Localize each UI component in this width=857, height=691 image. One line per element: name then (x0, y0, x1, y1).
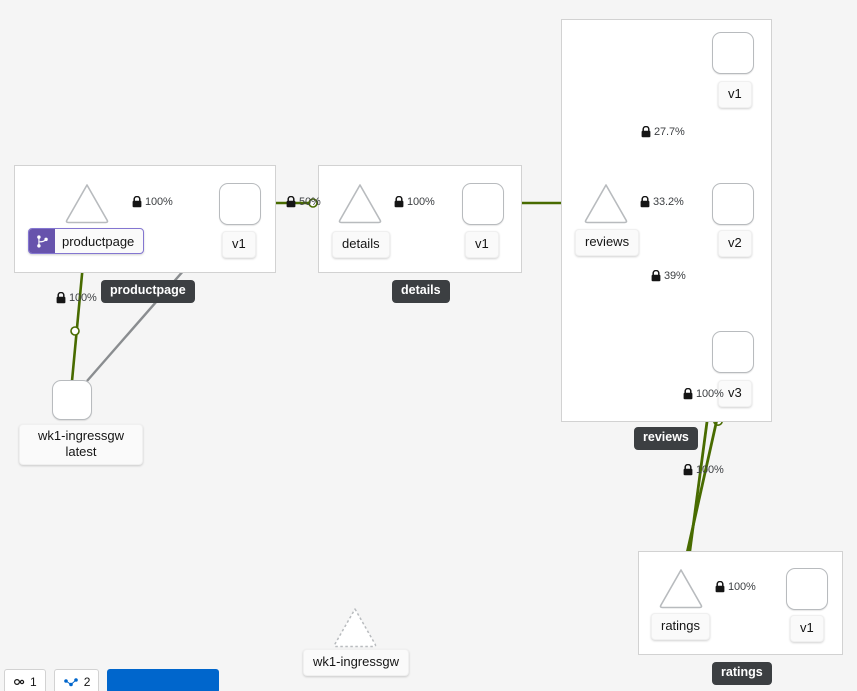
node-workload-reviews-v2[interactable] (712, 183, 754, 225)
node-label-details-v1[interactable]: v1 (465, 231, 499, 258)
toolbar-chip-count-label: 1 (30, 675, 37, 689)
node-workload-reviews-v1[interactable] (712, 32, 754, 74)
lock-icon (683, 464, 693, 476)
node-label-ratings-service[interactable]: ratings (651, 613, 711, 640)
graph-nodes-icon (63, 678, 78, 687)
node-label-line1: wk1-ingressgw (38, 428, 124, 443)
edge-percentage: 100% (728, 580, 756, 593)
node-label-productpage-service[interactable]: productpage (28, 228, 145, 254)
node-label-productpage-v1[interactable]: v1 (222, 231, 256, 258)
lock-icon (640, 196, 650, 208)
edge-label-productpage-v1-to-details[interactable]: 50% (286, 196, 321, 208)
code-branch-icon (29, 229, 55, 253)
node-workload-reviews-v3[interactable] (712, 331, 754, 373)
edge-label-reviews-to-v1[interactable]: 27.7% (641, 126, 685, 138)
node-label-wk1-ingressgw-latest[interactable]: wk1-ingressgw latest (19, 424, 143, 465)
lock-icon (715, 581, 725, 593)
edge-percentage: 50% (299, 195, 321, 208)
node-service-wk1-ingressgw-idle[interactable] (332, 606, 378, 648)
double-circle-icon (13, 678, 25, 686)
edge-percentage: 100% (696, 463, 724, 476)
namespace-badge-ratings[interactable]: ratings (712, 662, 772, 685)
edge-label-reviews-to-v2[interactable]: 33.2% (640, 196, 684, 208)
node-label-ratings-v1[interactable]: v1 (790, 615, 824, 642)
namespace-badge-productpage[interactable]: productpage (101, 280, 195, 303)
edge-label-ratings-to-v1[interactable]: 100% (715, 581, 756, 593)
node-workload-productpage-v1[interactable] (219, 183, 261, 225)
namespace-badge-details[interactable]: details (392, 280, 450, 303)
lock-icon (56, 292, 66, 304)
node-service-details[interactable] (337, 182, 383, 224)
edge-label-reviews-v2-to-ratings[interactable]: 100% (683, 464, 724, 476)
node-workload-wk1-ingressgw-latest[interactable] (52, 380, 92, 420)
edge-percentage: 100% (696, 387, 724, 400)
node-label-text: productpage (62, 233, 135, 249)
toolbar-chip-graph-label: 2 (83, 675, 91, 689)
toolbar-primary-button[interactable] (107, 669, 220, 691)
node-workload-ratings-v1[interactable] (786, 568, 828, 610)
node-label-reviews-v2[interactable]: v2 (718, 230, 752, 257)
edge-percentage: 33.2% (653, 195, 684, 208)
edge-label-ingress-to-productpage[interactable]: 100% (56, 292, 97, 304)
edge-percentage: 100% (69, 291, 97, 304)
node-service-productpage[interactable] (64, 182, 110, 224)
edge-percentage: 39% (664, 269, 686, 282)
lock-icon (651, 270, 661, 282)
edge-percentage: 100% (145, 195, 173, 208)
lock-icon (641, 126, 651, 138)
namespace-badge-reviews[interactable]: reviews (634, 427, 698, 450)
bottom-toolbar[interactable]: 1 2 (0, 669, 220, 691)
node-label-wk1-ingressgw-idle[interactable]: wk1-ingressgw (303, 649, 409, 676)
node-workload-details-v1[interactable] (462, 183, 504, 225)
edge-label-productpage-to-v1[interactable]: 100% (132, 196, 173, 208)
lock-icon (394, 196, 404, 208)
node-label-line2: latest (65, 443, 97, 459)
edge-label-reviews-v3-to-ratings[interactable]: 100% (683, 388, 724, 400)
node-label-reviews-service[interactable]: reviews (575, 229, 640, 256)
toolbar-chip-count[interactable]: 1 (4, 669, 46, 691)
node-label-reviews-v1[interactable]: v1 (718, 81, 752, 108)
edge-percentage: 27.7% (654, 125, 685, 138)
toolbar-chip-graph[interactable]: 2 (53, 669, 100, 691)
node-service-reviews[interactable] (583, 182, 629, 224)
lock-icon (683, 388, 693, 400)
node-label-reviews-v3[interactable]: v3 (718, 380, 752, 407)
lock-icon (286, 196, 296, 208)
lock-icon (132, 196, 142, 208)
node-service-ratings[interactable] (658, 567, 704, 609)
edge-percentage: 100% (407, 195, 435, 208)
edge-label-reviews-to-v3[interactable]: 39% (651, 270, 686, 282)
node-label-details-service[interactable]: details (332, 231, 390, 258)
edge-label-details-to-v1[interactable]: 100% (394, 196, 435, 208)
